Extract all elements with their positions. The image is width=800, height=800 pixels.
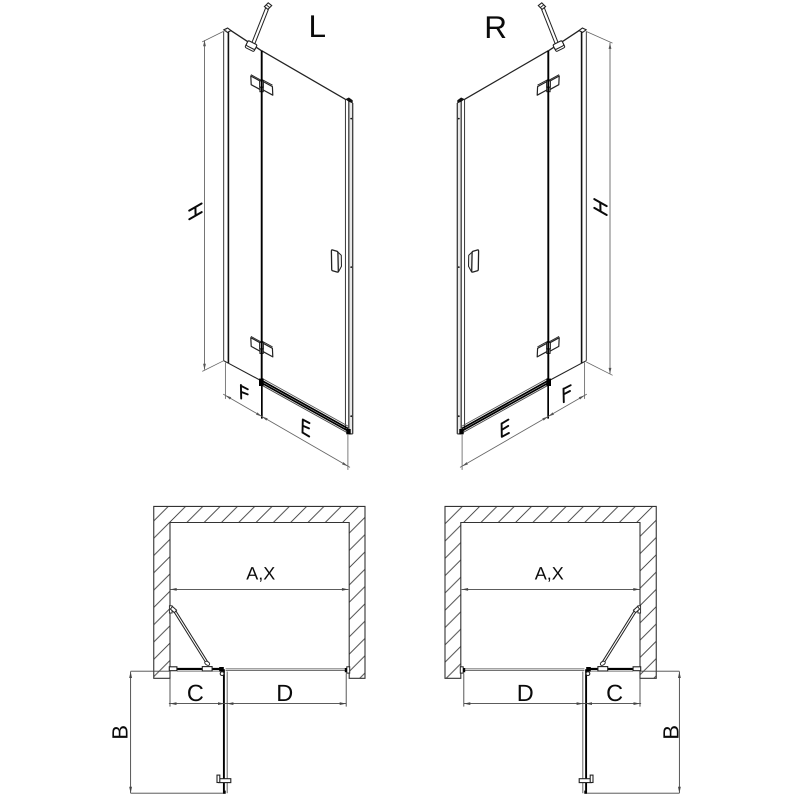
svg-text:R: R [484, 9, 507, 45]
svg-text:C: C [187, 680, 204, 706]
svg-text:C: C [606, 680, 623, 706]
svg-text:B: B [658, 725, 683, 740]
svg-text:D: D [517, 680, 534, 706]
svg-text:L: L [309, 8, 327, 44]
svg-text:D: D [276, 680, 293, 706]
svg-text:B: B [108, 725, 133, 740]
svg-text:A,X: A,X [246, 563, 275, 583]
svg-text:A,X: A,X [535, 563, 564, 583]
